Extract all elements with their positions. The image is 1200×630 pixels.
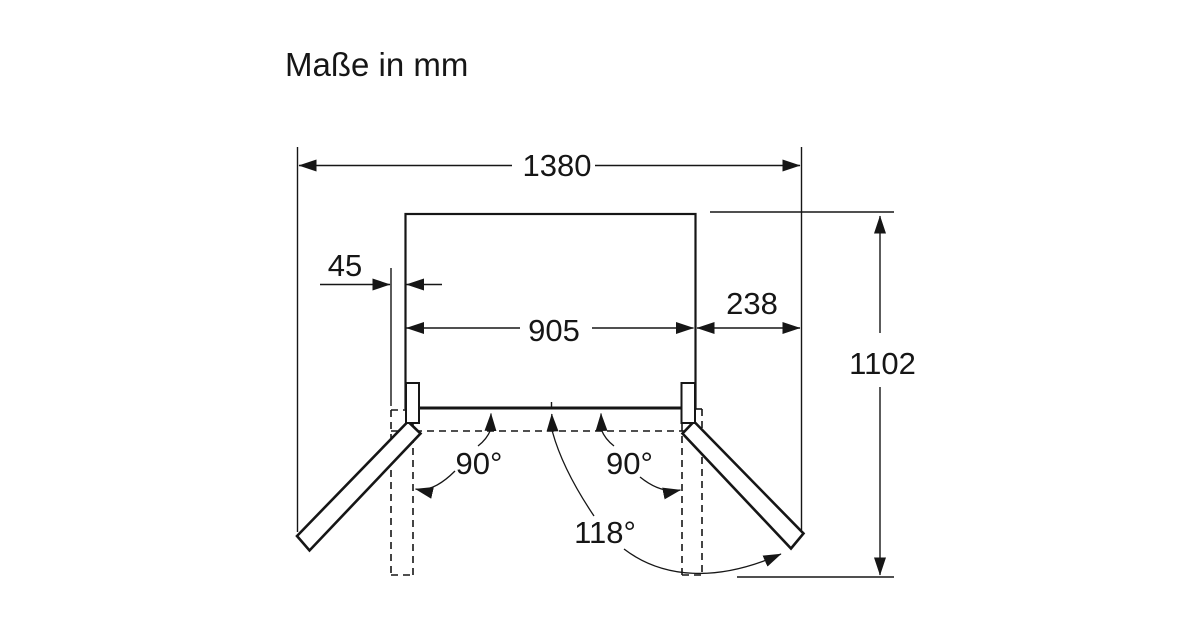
dim-right-clearance-label: 238 bbox=[726, 286, 778, 321]
right-hinge-block bbox=[680, 382, 696, 424]
left-door-open bbox=[295, 419, 423, 553]
dim-door-protrusion-label: 45 bbox=[328, 248, 362, 283]
door-swing-dashed-outlines bbox=[390, 408, 703, 576]
fridge-body-outline bbox=[404, 212, 697, 410]
dim-total-depth: 1102 bbox=[849, 215, 916, 576]
left-90-leader-arrow bbox=[415, 470, 456, 499]
centre-118-leader-arrow bbox=[546, 413, 595, 517]
dim-total-width: 1380 bbox=[298, 148, 801, 183]
angle-full-open-label: 118° bbox=[574, 515, 636, 550]
right-door-open bbox=[680, 419, 806, 551]
right-90-tick-arrow bbox=[595, 413, 615, 447]
dim-door-protrusion: 45 bbox=[320, 248, 442, 291]
dim-body-width-label: 905 bbox=[528, 313, 580, 348]
angle-right-door-label: 90° bbox=[606, 446, 653, 481]
dim-total-width-label: 1380 bbox=[523, 148, 592, 183]
dim-body-width: 905 bbox=[406, 313, 694, 348]
door-swing-arc-118 bbox=[623, 548, 782, 574]
dim-right-clearance: 238 bbox=[696, 286, 801, 334]
angle-left-door-label: 90° bbox=[456, 446, 503, 481]
extension-lines bbox=[296, 147, 894, 578]
dim-total-depth-label: 1102 bbox=[849, 346, 916, 381]
left-hinge-block bbox=[405, 382, 420, 424]
page-title: Maße in mm bbox=[285, 46, 468, 83]
right-90-leader-arrow bbox=[639, 476, 681, 500]
left-90-tick-arrow bbox=[477, 413, 497, 447]
angle-annotations: 90° 90° 118° bbox=[415, 413, 782, 574]
